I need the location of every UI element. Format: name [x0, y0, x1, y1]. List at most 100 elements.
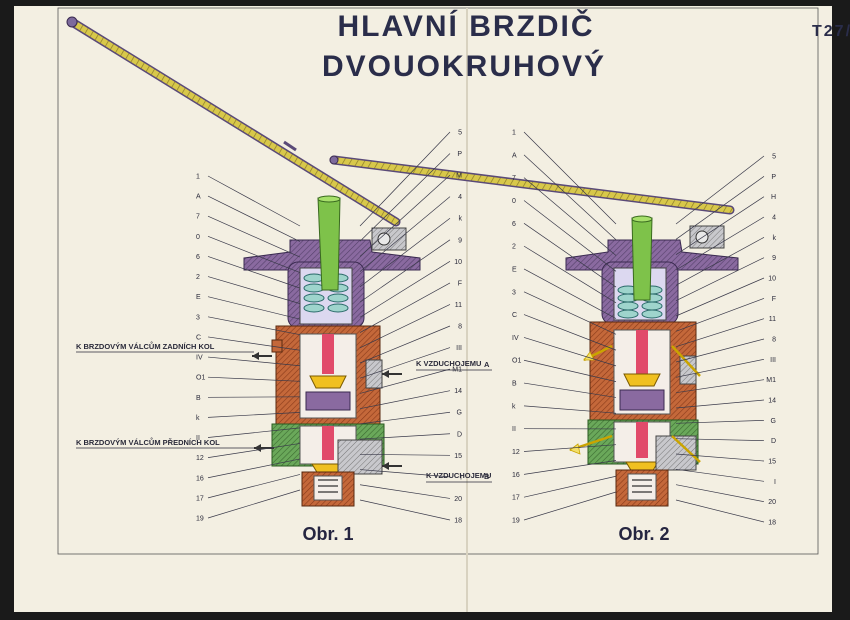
fig1-right-part-label: 14: [454, 388, 462, 395]
fig1-left-part-label: 7: [196, 214, 200, 221]
paper-background: [14, 6, 832, 612]
fig2-right-part-leader-line: [675, 216, 765, 271]
fig2-left-part-label: 1: [512, 130, 516, 137]
fig2-right-part-leader-line: [675, 468, 765, 482]
fig1-left-part-label: 17: [196, 495, 204, 502]
fig2-left-part-label: E: [512, 266, 517, 273]
fig2-right-part-label: 15: [768, 459, 776, 466]
fig2-right-part-label: D: [771, 438, 776, 445]
figure-1-caption: Obr. 1: [302, 524, 353, 544]
fig2-left-part-leader-line: [523, 491, 617, 521]
fig2-right-part-label: 9: [772, 255, 776, 262]
fig1-left-part-label: A: [196, 194, 201, 201]
fig1-right-part-leader-line: [359, 304, 451, 349]
fig1-right-part-label: M: [456, 173, 462, 180]
fig2-right-part-label: 18: [768, 520, 776, 527]
fig2-right-part-label: F: [772, 296, 776, 303]
fig1-left-part-label: 1: [196, 174, 200, 181]
fig2-left-part-label: 2: [512, 244, 516, 251]
fig2-right-part-leader-line: [675, 358, 765, 378]
fig2-left-part-leader-line: [523, 382, 617, 398]
fig1-right-part-leader-line: [359, 469, 451, 478]
fig1-right-part-label: 20: [454, 496, 462, 503]
fig1-right-part-label: 4: [458, 194, 462, 201]
fig1-left-part-leader-line: [207, 195, 301, 242]
fig2-left-part-label: 3: [512, 289, 516, 296]
fig1-right-part-leader-line: [359, 484, 451, 499]
fig2-right-part-leader-line: [675, 237, 765, 286]
fig1-left-part-leader-line: [207, 458, 301, 479]
fig2-left-part-leader-line: [523, 475, 617, 498]
fig2-left-part-leader-line: [523, 405, 617, 414]
fig1-right-part-label: F: [458, 280, 462, 287]
fig1-left-part-label: II: [196, 435, 200, 442]
fig1-left-part-leader-line: [207, 296, 301, 320]
fig1-right-part-label: D: [457, 431, 462, 438]
fig2-left-part-leader-line: [523, 223, 617, 288]
fig1-right-part-leader-line: [359, 282, 451, 333]
fig2-right-part-leader-line: [675, 155, 765, 225]
fig2-right-part-label: 8: [772, 337, 776, 344]
fig1-right-part-leader-line: [359, 196, 451, 272]
fig1-right-part-leader-line: [359, 453, 451, 456]
fig2-right-part-label: I: [774, 479, 776, 486]
fig2-left-part-leader-line: [523, 460, 617, 475]
fig1-right-part-leader-line: [359, 174, 451, 257]
fig1-left-part-leader-line: [207, 256, 301, 289]
fig1-left-part-leader-line: [207, 474, 301, 499]
fig1-right-part-label: 5: [458, 130, 462, 137]
fig1-right-part-label: III: [456, 345, 462, 352]
fig2-left-part-leader-line: [523, 337, 617, 367]
fig2-left-part-leader-line: [523, 131, 617, 225]
title-line-2: DVOUOKRUHOVÝ: [322, 49, 606, 83]
fig1-left-part-label: 0: [196, 234, 200, 241]
fig1-right-part-leader-line: [359, 131, 451, 227]
fig2-left-part-label: k: [512, 403, 516, 410]
fig2-left-part-label: 12: [512, 449, 520, 456]
fig1-right-part-label: 15: [454, 453, 462, 460]
figure-2-caption: Obr. 2: [618, 524, 669, 544]
fig1-left-part-label: k: [196, 415, 200, 422]
fig1-left-part-label: B: [196, 395, 201, 402]
plate-number: T27/: [812, 23, 850, 40]
fig1-right-part-leader-line: [359, 261, 451, 318]
fig2-left-part-label: B: [512, 381, 517, 388]
fig2-right-part-label: 10: [768, 276, 776, 283]
fig1-right-part-leader-line: [359, 239, 451, 303]
callout-reservoir-a: K VZDUCHOJEMU: [416, 359, 481, 368]
fig2-right-part-label: 4: [772, 215, 776, 222]
fig1-right-part-leader-line: [359, 368, 451, 394]
fig1-right-part-label: 11: [455, 302, 462, 309]
fig1-left-part-label: 16: [196, 475, 204, 482]
fig2-right-part-label: H: [771, 194, 776, 201]
fig2-right-part-label: 5: [772, 154, 776, 161]
fig2-right-part-leader-line: [675, 298, 765, 332]
fig1-left-part-leader-line: [207, 215, 301, 258]
fig2-right-part-leader-line: [675, 277, 765, 317]
valve-figure-1: [243, 195, 421, 507]
fig1-right-part-leader-line: [359, 217, 451, 288]
fig2-left-part-leader-line: [523, 444, 617, 452]
fig2-left-part-leader-line: [523, 359, 617, 382]
fig1-left-part-label: C: [196, 334, 201, 341]
fig1-left-part-label: O1: [196, 375, 205, 382]
fig1-right-part-label: 18: [454, 518, 462, 525]
fig1-left-part-label: 2: [196, 274, 200, 281]
fig2-right-part-leader-line: [675, 484, 765, 503]
callout-reservoir-a-letter: A: [484, 360, 490, 369]
fig1-right-part-leader-line: [359, 153, 451, 242]
callout-rear-brakes: K BRZDOVÝM VÁLCŮM ZADNÍCH KOL: [76, 341, 215, 351]
callout-reservoir-b-letter: B: [484, 472, 490, 481]
fig2-left-part-label: 0: [512, 198, 516, 205]
fig1-right-part-label: 9: [458, 237, 462, 244]
fig2-left-part-leader-line: [523, 200, 617, 272]
fig2-right-part-leader-line: [675, 176, 765, 240]
brake-pedal-lever-fig1: [66, 16, 401, 227]
fig2-left-part-leader-line: [523, 314, 617, 351]
fig2-left-part-label: II: [512, 426, 516, 433]
fig1-left-part-leader-line: [207, 443, 301, 458]
fig2-right-part-label: 14: [768, 398, 776, 405]
fig1-right-part-leader-line: [359, 347, 451, 379]
fig1-right-part-leader-line: [359, 325, 451, 364]
